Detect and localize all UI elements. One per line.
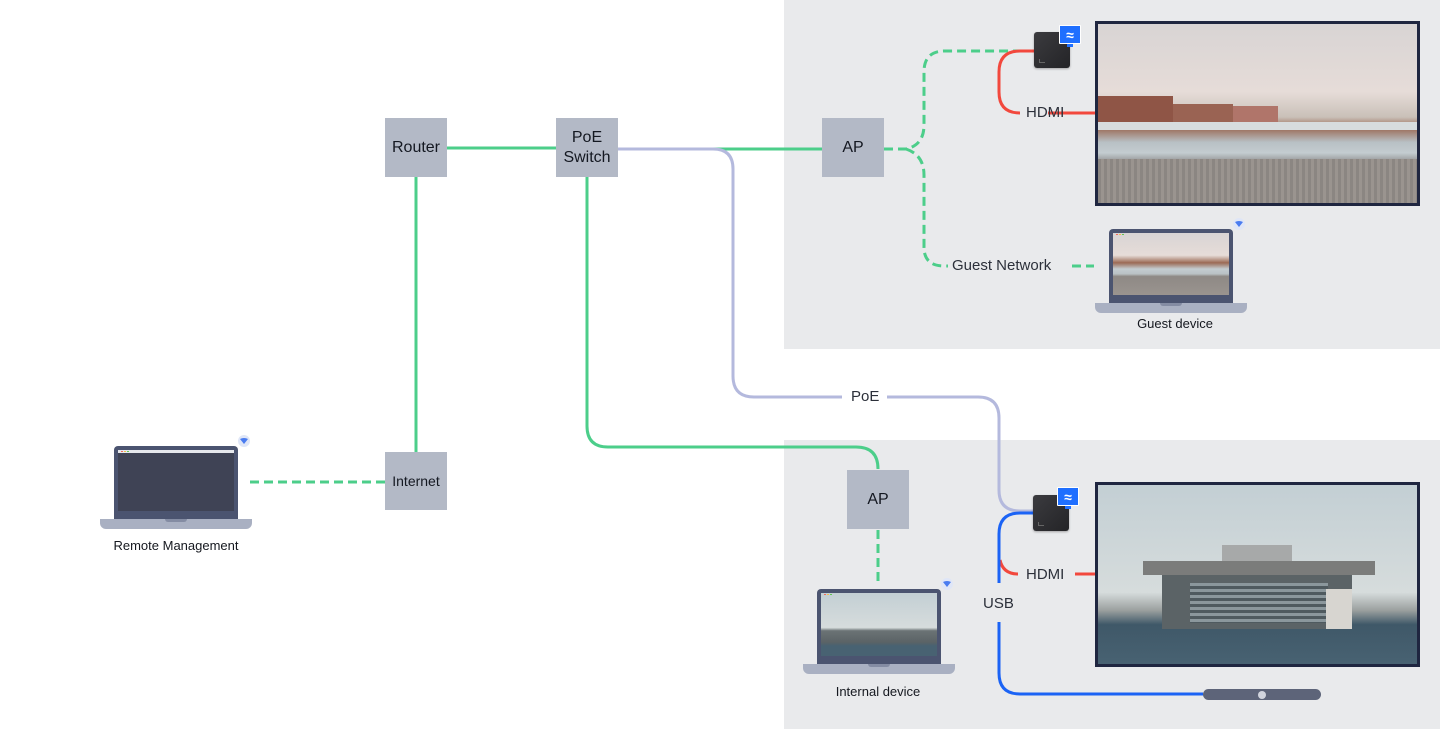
hdmi-internal-label: HDMI	[1026, 566, 1065, 583]
usb-label: USB	[983, 595, 1014, 612]
wire-ap-guest-player	[884, 49, 1034, 151]
internet-node[interactable]: Internet	[385, 452, 447, 510]
harbor-photo	[1098, 24, 1417, 203]
internal-device-laptop[interactable]	[803, 589, 955, 674]
wifi-icon	[941, 578, 953, 590]
poe-label: PoE	[851, 388, 880, 405]
poe-switch-label-line1: PoE	[571, 128, 603, 146]
display-internal	[1095, 482, 1420, 667]
opera-photo	[1098, 485, 1417, 664]
poe-switch-label-line2: Switch	[563, 148, 611, 166]
ap-internal-node[interactable]: AP	[847, 470, 909, 529]
remote-management-laptop[interactable]	[100, 446, 252, 529]
router-node[interactable]: Router	[385, 118, 447, 177]
guest-network-label: Guest Network	[952, 257, 1052, 274]
poe-switch-node[interactable]: PoE Switch	[556, 118, 618, 177]
wire-poe-internal-player	[712, 147, 1033, 513]
ap-internal-label: AP	[867, 490, 889, 508]
wire-switch-ap-internal	[585, 177, 880, 470]
soundbar	[1203, 689, 1321, 700]
screen-cast-icon: ≈	[1057, 487, 1079, 509]
ap-guest-label: AP	[842, 138, 864, 156]
guest-device-label: Guest device	[1137, 316, 1213, 331]
wire-hdmi-internal	[998, 559, 1096, 576]
internet-label: Internet	[392, 473, 440, 489]
soundbar-dot	[1258, 690, 1266, 699]
ap-guest-node[interactable]: AP	[822, 118, 884, 177]
wire-ap-guest-device	[905, 147, 1094, 268]
wifi-icon	[1233, 218, 1245, 230]
screen-cast-icon: ≈	[1059, 25, 1081, 47]
remote-management-label: Remote Management	[113, 538, 239, 553]
wire-usb	[997, 511, 1203, 696]
wifi-icon	[238, 435, 250, 447]
router-label: Router	[391, 138, 441, 156]
display-guest	[1095, 21, 1420, 206]
internal-device-label: Internal device	[835, 684, 921, 699]
guest-device-laptop[interactable]	[1095, 229, 1247, 313]
hdmi-guest-label: HDMI	[1026, 104, 1065, 121]
wire-hdmi-guest	[997, 49, 1096, 115]
